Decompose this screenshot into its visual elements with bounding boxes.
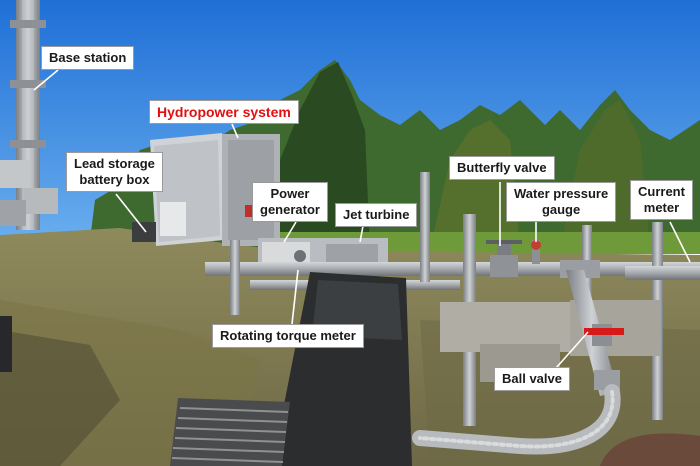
label-text: Butterfly valve — [457, 160, 547, 175]
label-water-pressure-gauge: Water pressure gauge — [506, 182, 617, 222]
label-ball-valve: Ball valve — [494, 367, 570, 391]
label-power-generator: Power generator — [252, 182, 328, 222]
base-station-tower — [0, 0, 58, 230]
post — [230, 240, 240, 315]
label-rotating-torque-meter: Rotating torque meter — [212, 324, 364, 348]
label-text-line1: Water pressure — [514, 186, 609, 201]
label-text: Jet turbine — [343, 207, 410, 222]
concrete-block — [440, 302, 570, 352]
label-jet-turbine: Jet turbine — [335, 203, 418, 227]
label-text-line2: meter — [643, 200, 680, 215]
butterfly-valve-shape — [486, 240, 522, 277]
gauge-shape — [531, 240, 541, 264]
label-butterfly-valve: Butterfly valve — [449, 156, 555, 180]
label-text: Base station — [49, 50, 127, 65]
label-text-line2: gauge — [541, 202, 581, 217]
label-lead-storage-battery-box: Lead storage battery box — [66, 152, 163, 192]
label-text-line1: Lead storage — [74, 156, 155, 171]
cabinet — [132, 133, 280, 246]
label-current-meter: Current meter — [630, 180, 693, 220]
label-text: Hydropower system — [157, 104, 291, 120]
label-base-station: Base station — [41, 46, 135, 70]
ball-valve-shape — [584, 324, 624, 346]
post — [420, 172, 430, 282]
label-text-line1: Current — [638, 184, 685, 199]
label-text: Ball valve — [502, 371, 562, 386]
label-text-line2: generator — [260, 202, 320, 217]
label-text-line1: Power — [270, 186, 310, 201]
label-text-line2: battery box — [79, 172, 150, 187]
label-hydropower-system: Hydropower system — [149, 100, 299, 124]
label-text: Rotating torque meter — [220, 328, 356, 343]
drain-grate — [170, 398, 290, 466]
